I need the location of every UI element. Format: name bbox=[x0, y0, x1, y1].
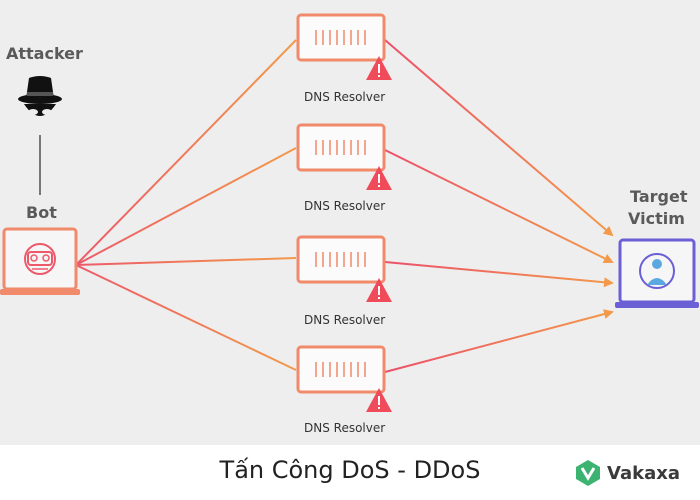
attacker-label: Attacker bbox=[6, 44, 83, 63]
line-bot-resolver-4 bbox=[75, 264, 297, 371]
vakaxa-logo-icon bbox=[576, 460, 601, 486]
warning-triangle-icon bbox=[366, 166, 392, 190]
dns-resolver-label-4: DNS Resolver bbox=[304, 421, 386, 435]
brand-name: Vakaxa bbox=[607, 462, 680, 484]
spy-hat-icon bbox=[18, 76, 62, 116]
line-resolver-4-victim bbox=[384, 309, 614, 373]
bot-laptop bbox=[0, 227, 80, 295]
target-label-line1: Target bbox=[630, 187, 688, 206]
line-resolver-2-victim bbox=[384, 149, 614, 263]
dns-resolver-label-1: DNS Resolver bbox=[304, 90, 386, 104]
server-rack-icon bbox=[296, 345, 386, 394]
dns-resolver-3 bbox=[296, 235, 392, 302]
line-resolver-1-victim bbox=[384, 39, 614, 237]
user-avatar-icon bbox=[639, 253, 675, 289]
dns-resolver-label-3: DNS Resolver bbox=[304, 313, 386, 327]
brand-logo: Vakaxa bbox=[573, 458, 680, 488]
dns-resolver-2 bbox=[296, 123, 392, 190]
server-rack-icon bbox=[296, 13, 386, 62]
bot-to-resolver-lines bbox=[75, 39, 297, 371]
diagram-canvas bbox=[0, 13, 699, 412]
line-bot-resolver-1 bbox=[75, 39, 297, 266]
warning-triangle-icon bbox=[366, 278, 392, 302]
target-label-line2: Victim bbox=[628, 209, 685, 228]
robot-face-icon bbox=[24, 243, 56, 275]
warning-triangle-icon bbox=[366, 56, 392, 80]
bot-label: Bot bbox=[26, 203, 57, 222]
warning-triangle-icon bbox=[366, 388, 392, 412]
dns-resolver-4 bbox=[296, 345, 392, 412]
server-rack-icon bbox=[296, 123, 386, 172]
line-resolver-3-victim bbox=[384, 261, 614, 288]
victim-laptop bbox=[615, 238, 699, 308]
line-bot-resolver-2 bbox=[75, 147, 297, 266]
dns-resolver-label-2: DNS Resolver bbox=[304, 199, 386, 213]
server-rack-icon bbox=[296, 235, 386, 284]
caption-title: Tấn Công DoS - DDoS bbox=[219, 456, 481, 484]
line-bot-resolver-3 bbox=[75, 257, 297, 266]
resolver-to-victim-lines bbox=[384, 39, 614, 373]
dns-resolver-1 bbox=[296, 13, 392, 80]
